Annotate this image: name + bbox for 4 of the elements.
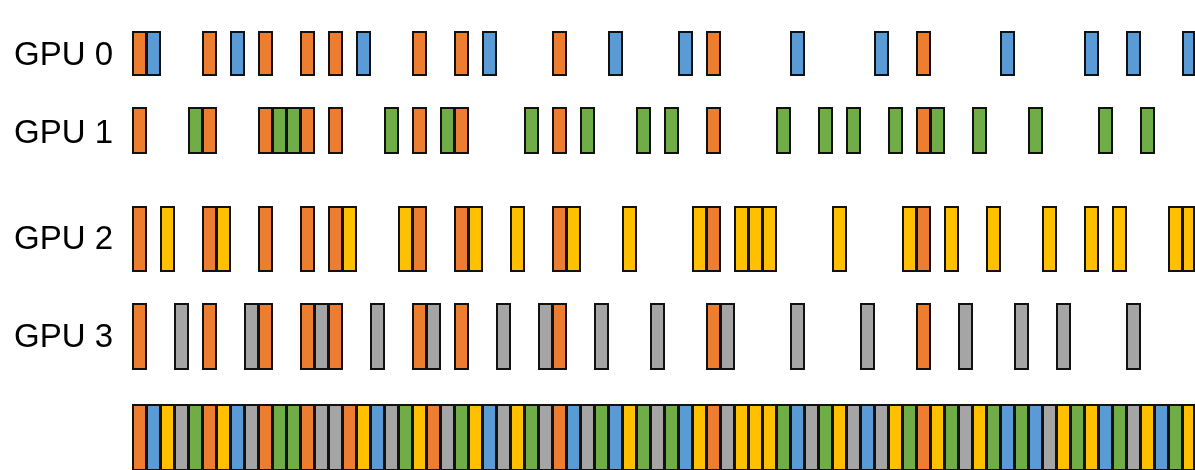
row-label: GPU 1 — [14, 112, 114, 152]
row-label: GPU 3 — [14, 316, 114, 356]
row-label: GPU 2 — [14, 218, 114, 258]
row-label: GPU 0 — [14, 34, 114, 74]
